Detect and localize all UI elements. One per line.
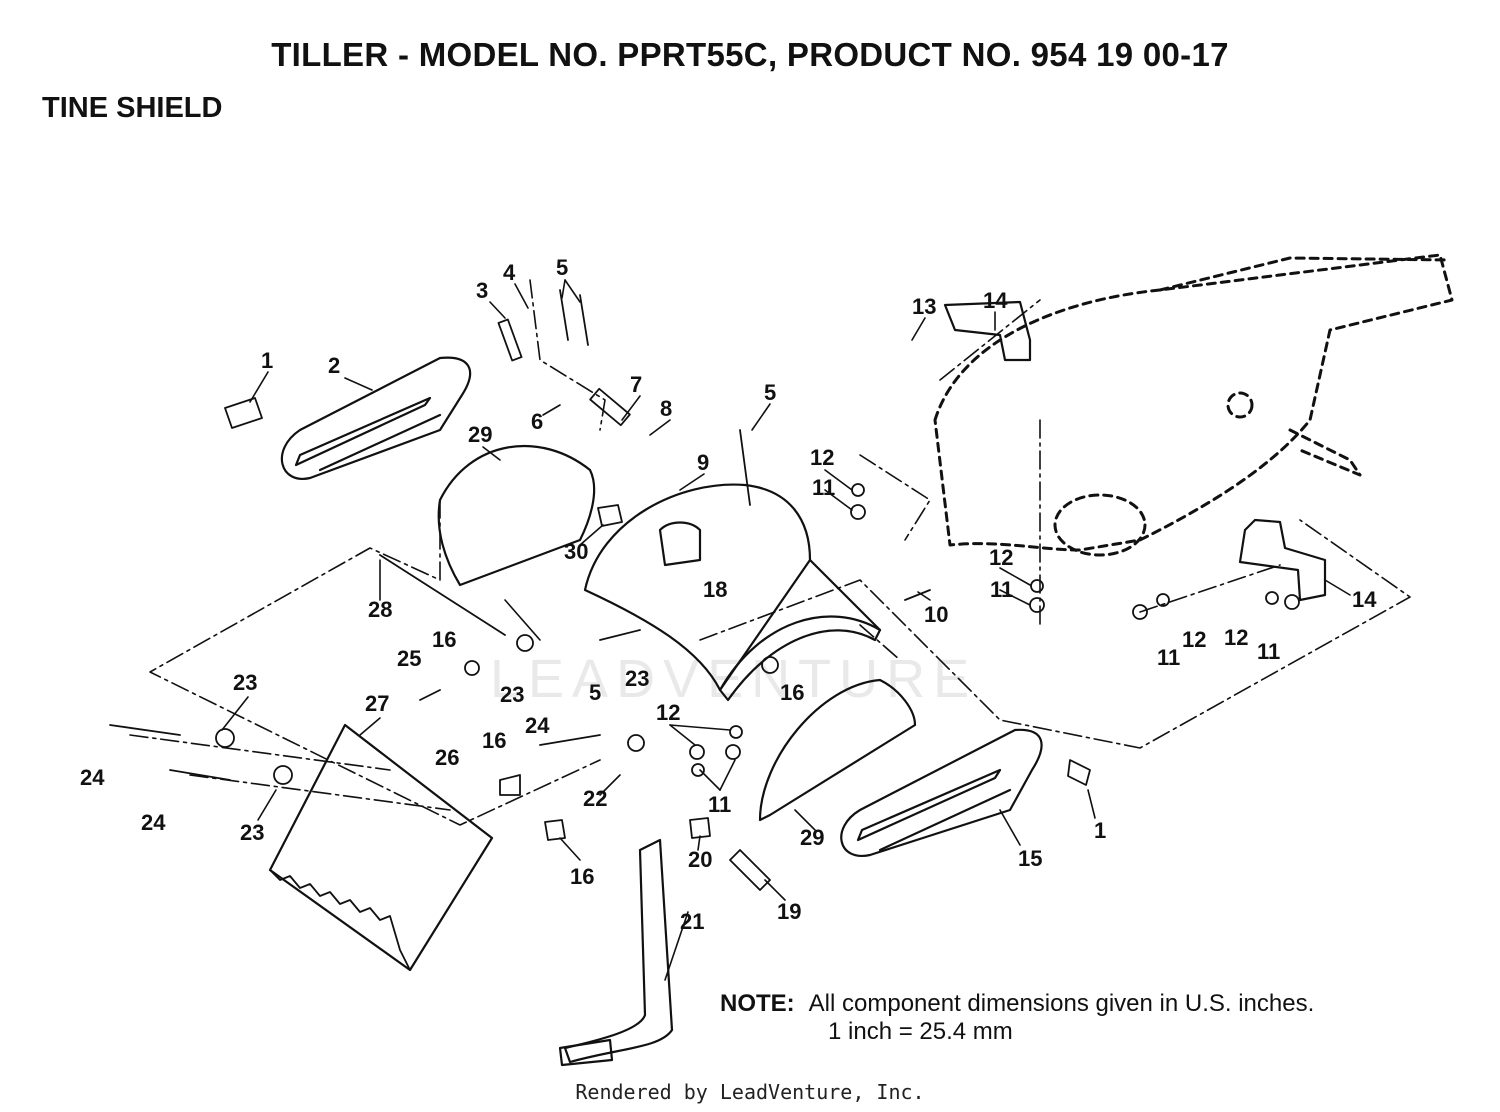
callout-26: 26 xyxy=(435,745,459,770)
part-29-right-fender xyxy=(758,678,917,822)
callout-12: 12 xyxy=(810,445,834,470)
callout-7: 7 xyxy=(630,372,642,397)
part-29-left-fender xyxy=(437,444,596,587)
note-line2: 1 inch = 25.4 mm xyxy=(828,1018,1013,1045)
callout-12: 12 xyxy=(656,700,680,725)
callout-9: 9 xyxy=(697,450,709,475)
callout-15: 15 xyxy=(1018,846,1042,871)
callout-24: 24 xyxy=(80,765,105,790)
callout-13: 13 xyxy=(912,294,936,319)
callout-11: 11 xyxy=(708,792,731,817)
callout-24: 24 xyxy=(525,713,550,738)
callout-14: 14 xyxy=(983,288,1008,313)
callout-30: 30 xyxy=(564,539,588,564)
callout-10: 10 xyxy=(924,602,948,627)
callout-28: 28 xyxy=(368,597,392,622)
callout-12: 12 xyxy=(989,545,1013,570)
diagram-title: TILLER - MODEL NO. PPRT55C, PRODUCT NO. … xyxy=(271,36,1229,73)
callout-4: 4 xyxy=(503,260,516,285)
tiller-frame-outline xyxy=(933,253,1454,557)
callout-14: 14 xyxy=(1352,587,1377,612)
callout-16: 16 xyxy=(780,680,804,705)
callout-22: 22 xyxy=(583,786,607,811)
callout-16: 16 xyxy=(432,627,456,652)
callout-5: 5 xyxy=(589,680,601,705)
callout-3: 3 xyxy=(476,278,488,303)
callout-21: 21 xyxy=(680,909,704,934)
callout-11: 11 xyxy=(1157,645,1180,670)
callout-27: 27 xyxy=(365,691,389,716)
part-27-rear-deflector xyxy=(268,723,494,972)
part-15-right-side-shield xyxy=(840,728,1043,858)
footer-credit: Rendered by LeadVenture, Inc. xyxy=(575,1080,925,1104)
callout-23: 23 xyxy=(500,682,524,707)
callout-1: 1 xyxy=(261,348,273,373)
callout-29: 29 xyxy=(468,422,492,447)
callout-labels: 1 2 3 4 5 5 5 6 7 8 9 10 11 11 11 11 11 … xyxy=(80,255,1377,934)
note-label: NOTE: xyxy=(720,990,795,1017)
callout-11: 11 xyxy=(1257,639,1280,664)
dimension-note: NOTE: All component dimensions given in U… xyxy=(720,990,1314,1046)
assembly-lines xyxy=(129,279,1411,826)
callout-5: 5 xyxy=(556,255,568,280)
callout-23: 23 xyxy=(233,670,257,695)
callout-8: 8 xyxy=(660,396,672,421)
callout-11: 11 xyxy=(990,577,1013,602)
note-line1: All component dimensions given in U.S. i… xyxy=(808,990,1315,1017)
callout-23: 23 xyxy=(240,820,264,845)
callout-25: 25 xyxy=(397,646,421,671)
callout-5: 5 xyxy=(764,380,776,405)
callout-12: 12 xyxy=(1182,627,1206,652)
callout-16: 16 xyxy=(570,864,594,889)
fasteners xyxy=(109,289,1300,891)
callout-6: 6 xyxy=(531,409,543,434)
part-14-lower-bracket xyxy=(1238,518,1327,602)
leader-lines xyxy=(221,279,1351,981)
part-14-upper-bracket xyxy=(943,300,1032,362)
callout-16: 16 xyxy=(482,728,506,753)
callout-23: 23 xyxy=(625,666,649,691)
callout-12: 12 xyxy=(1224,625,1248,650)
callout-29: 29 xyxy=(800,825,824,850)
callout-1: 1 xyxy=(1094,818,1106,843)
callout-19: 19 xyxy=(777,899,801,924)
callout-18: 18 xyxy=(703,577,727,602)
part-2-left-side-shield xyxy=(280,356,472,481)
callout-20: 20 xyxy=(688,847,712,872)
callout-2: 2 xyxy=(328,353,340,378)
callout-11: 11 xyxy=(812,475,835,500)
part-21-depth-stake xyxy=(558,838,674,1067)
section-title: TINE SHIELD xyxy=(42,92,223,124)
callout-24: 24 xyxy=(141,810,166,835)
